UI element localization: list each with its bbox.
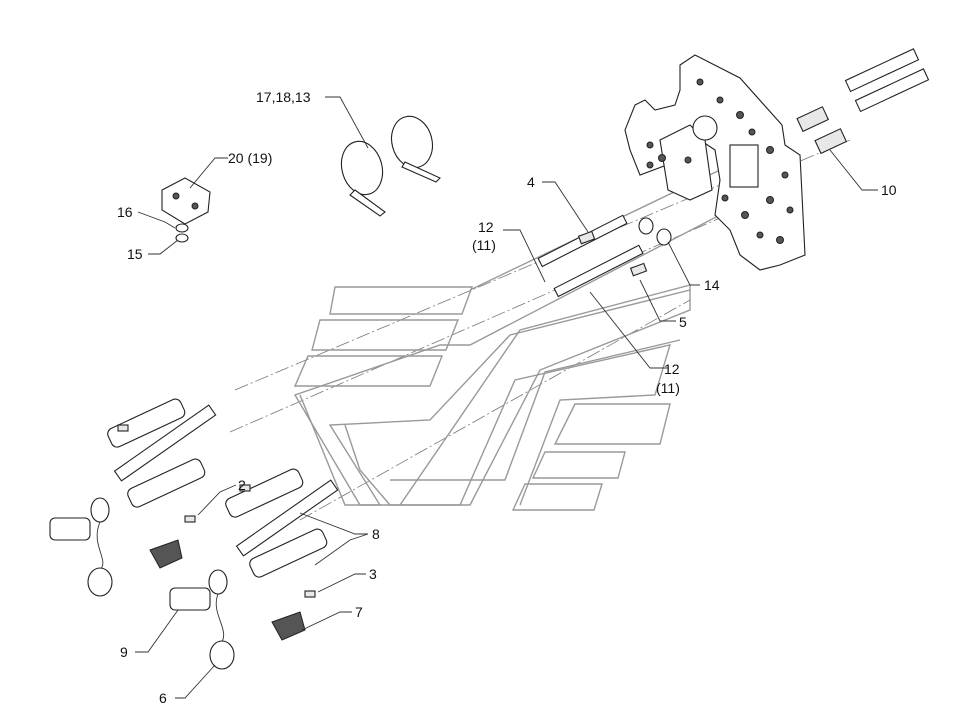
screws (117, 424, 316, 598)
callout-4: 4 (527, 174, 535, 190)
callout-3: 3 (369, 566, 377, 582)
block-20-19 (161, 177, 211, 243)
callout-9: 9 (120, 644, 128, 660)
callout-14: 14 (704, 277, 720, 293)
coupler-10 (796, 48, 930, 155)
valve-assembly-left (49, 398, 217, 597)
callout-6: 6 (159, 690, 167, 706)
plate-holes (646, 78, 794, 244)
callout-12-top: 12 (478, 219, 494, 235)
callout-11-top: (11) (472, 237, 496, 253)
callout-16: 16 (117, 204, 133, 220)
nut-14 (638, 217, 672, 246)
callout-labels: 17,18,13 20 (19) 16 15 4 12 (11) 10 14 5… (117, 89, 897, 706)
callout-8: 8 (372, 526, 380, 542)
callout-20-19: 20 (19) (228, 150, 272, 166)
leader-lines (135, 96, 878, 699)
callout-11-bottom: (11) (656, 380, 680, 396)
valve-assembly-right (169, 468, 339, 670)
callout-10: 10 (881, 182, 897, 198)
callout-2: 2 (238, 477, 246, 493)
callout-15: 15 (127, 246, 143, 262)
guard-panel (293, 168, 721, 511)
hose-clamp-17-18-13 (340, 115, 441, 217)
callout-12-bottom: 12 (664, 361, 680, 377)
bolt-12 (537, 214, 648, 298)
callout-17-18-13: 17,18,13 (256, 89, 311, 105)
callout-7: 7 (355, 604, 363, 620)
mounting-plate (624, 54, 806, 271)
callout-5: 5 (679, 314, 687, 330)
